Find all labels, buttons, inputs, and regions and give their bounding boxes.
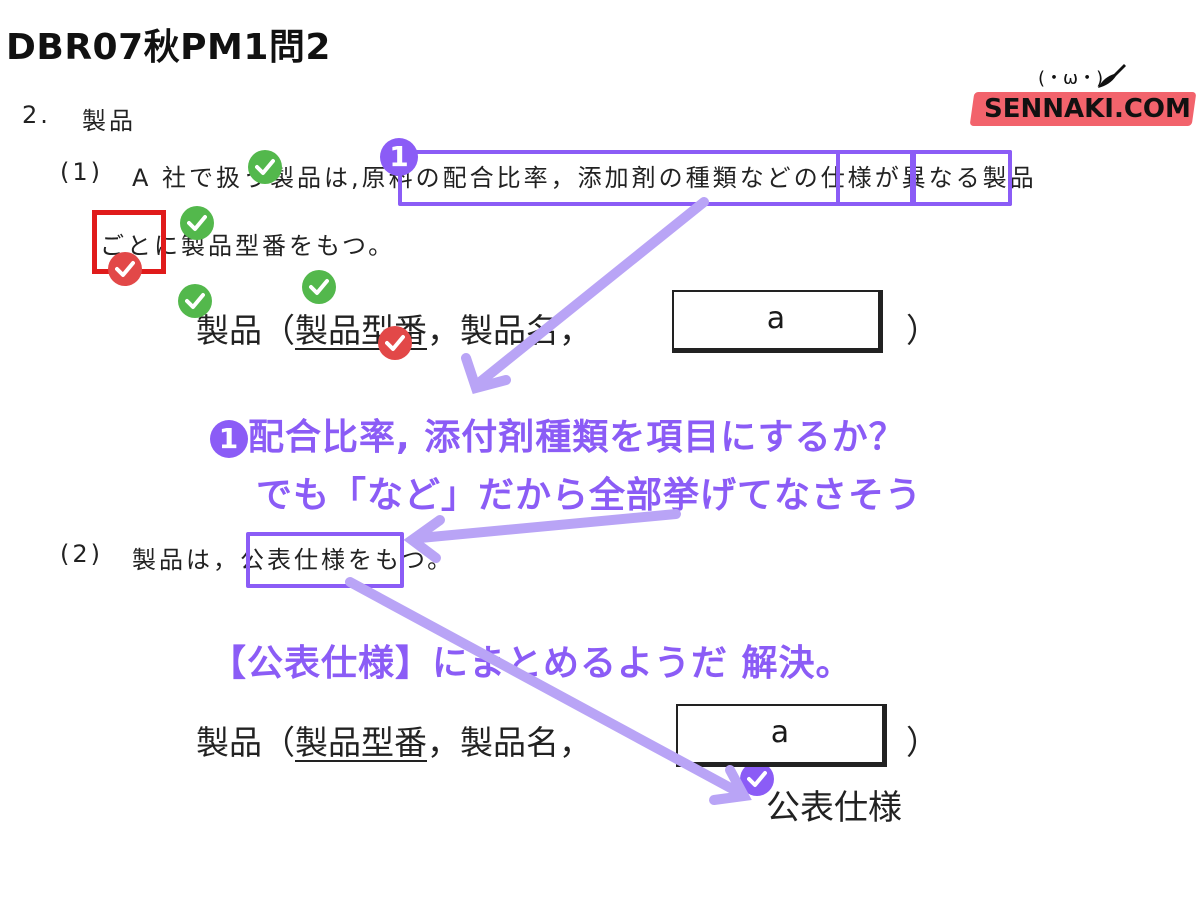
logo-face: (・ω・): [1038, 68, 1104, 89]
check-icon: [248, 150, 282, 184]
brush-icon: [1098, 64, 1126, 88]
formula2-key: 製品型番: [295, 723, 427, 762]
logo-text: SENNAKI.COM: [984, 94, 1191, 124]
item1-no: の: [793, 164, 821, 192]
formula1-prefix: 製品（: [196, 311, 295, 350]
note2: 【公表仕様】にまとめるようだ 解決。: [210, 643, 853, 684]
check-icon: [302, 270, 336, 304]
item1-prefix: A 社で扱う製品は,: [132, 164, 362, 192]
step-badge-1: 1: [380, 138, 418, 176]
formula2-rest: ，製品名，: [427, 723, 592, 762]
note1-line2: でも「など」だから全部挙げてなさそう: [256, 475, 923, 516]
section-title: 製品: [82, 107, 136, 135]
highlight-box-shiyou: [910, 150, 1012, 206]
item1-suffix: が異なる製品: [874, 164, 1037, 192]
page-title: DBR07秋PM1問2: [6, 27, 331, 68]
formula2-answer: 公表仕様: [766, 788, 902, 828]
highlight-box-koukyou: [246, 532, 404, 588]
item1-nado: など: [739, 164, 794, 192]
step-badge-1: 1: [210, 420, 248, 458]
item1-number: (1): [60, 158, 103, 186]
note1-line1-text: 配合比率, 添付剤種類を項目にするか？: [248, 417, 906, 458]
formula1-rest: ，製品名，: [427, 311, 592, 350]
item2-highlight: 公表仕様を: [240, 546, 375, 574]
check-icon: [378, 326, 412, 360]
site-logo: (・ω・) SENNAKI.COM: [968, 62, 1197, 132]
item2-prefix: 製品は，: [132, 546, 240, 574]
item1-line1: A 社で扱う製品は,原料の配合比率，添加剤の種類などの仕様が異なる製品: [132, 158, 1037, 193]
check-icon: [178, 284, 212, 318]
formula1-blank-a: a: [672, 290, 883, 353]
formula2-close: ）: [906, 723, 939, 762]
formula2-prefix: 製品（: [196, 723, 295, 762]
check-icon: [108, 252, 142, 286]
item2-number: (2): [60, 540, 103, 568]
formula2-blank-a: a: [676, 704, 887, 767]
highlight-box-nado: [836, 150, 916, 206]
item1-shiyou: 仕様: [820, 164, 875, 192]
item1-highlight-phrase: 原料の配合比率，添加剤の種類: [361, 164, 740, 192]
section-number: 2.: [22, 101, 51, 129]
formula2: 製品（製品型番，製品名，: [196, 716, 592, 764]
formula1-close: ）: [906, 311, 939, 350]
check-icon: [180, 206, 214, 240]
